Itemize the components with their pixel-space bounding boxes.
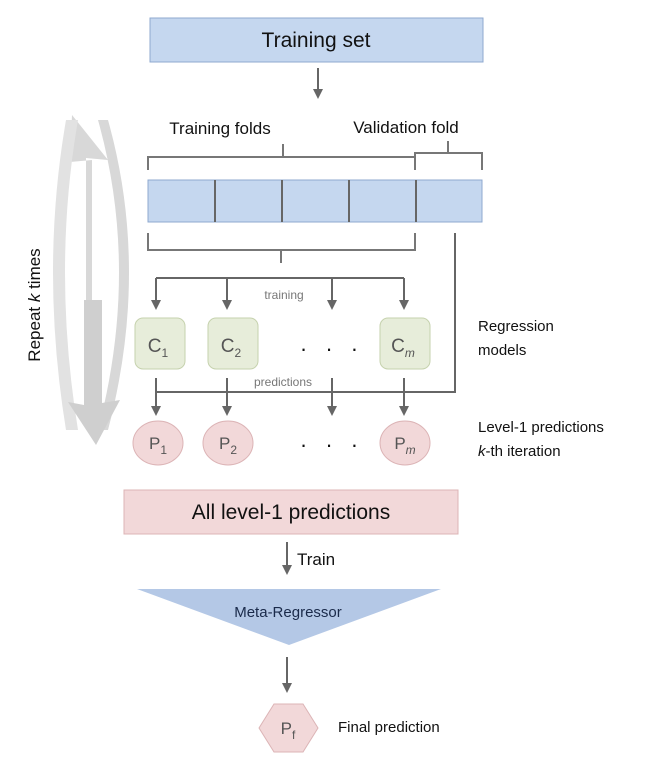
- svg-text:Cm: Cm: [391, 336, 415, 360]
- validation-fold-label: Validation fold: [353, 118, 459, 137]
- svg-text:P2: P2: [219, 434, 237, 457]
- prediction-pm-letter: P: [394, 434, 405, 453]
- fold-validation: [415, 179, 483, 223]
- svg-text:Pf: Pf: [281, 719, 296, 742]
- repeat-k: k: [25, 292, 44, 302]
- prediction-p2-sub: 2: [230, 443, 237, 457]
- final-prediction-node: Pf: [258, 703, 319, 753]
- training-set-label: Training set: [262, 29, 371, 52]
- prediction-pm: Pm: [379, 420, 431, 466]
- classifier-c2: C2: [207, 317, 259, 370]
- level1-line2-rest: -th iteration: [486, 443, 561, 460]
- prediction-ellipsis: · · ·: [300, 432, 364, 457]
- meta-regressor-label: Meta-Regressor: [234, 604, 342, 621]
- folds-bar: [147, 179, 483, 223]
- fold-4: [348, 179, 417, 223]
- loop-arrow-down: [68, 300, 120, 445]
- all-level1-box: [123, 489, 459, 535]
- prediction-pm-sub: m: [406, 443, 416, 457]
- loop-arrow-band-right: [98, 120, 129, 430]
- regression-models-label: Regression models: [478, 318, 554, 359]
- svg-text:Pm: Pm: [394, 434, 415, 457]
- fold-2: [214, 179, 283, 223]
- train-label: Train: [297, 550, 335, 569]
- training-set-box: [149, 17, 484, 63]
- predictions-label: predictions: [254, 375, 312, 389]
- svg-text:C2: C2: [221, 336, 242, 360]
- repeat-suffix: times: [25, 248, 44, 293]
- regression-models-line1: Regression: [478, 318, 554, 335]
- level1-line2-k: k: [478, 443, 487, 460]
- final-sub: f: [292, 728, 296, 742]
- prediction-p2: P2: [202, 420, 254, 466]
- training-folds-bracket-bottom: [147, 233, 416, 263]
- classifier-c1: C1: [134, 317, 186, 370]
- classifier-c1-letter: C: [148, 336, 162, 357]
- training-folds-bracket-top: [147, 144, 416, 170]
- prediction-p1-letter: P: [149, 434, 160, 453]
- classifier-cm-letter: C: [391, 336, 405, 357]
- regression-models-line2: models: [478, 342, 526, 359]
- validation-fold-bracket-top: [414, 141, 483, 170]
- all-level1-label: All level-1 predictions: [192, 501, 390, 524]
- classifier-cm-sub: m: [405, 346, 415, 360]
- classifier-cm: Cm: [379, 317, 431, 370]
- final-letter: P: [281, 719, 292, 738]
- svg-text:C1: C1: [148, 336, 169, 360]
- meta-regressor-shape: [137, 589, 441, 645]
- fold-1: [147, 179, 216, 223]
- svg-text:P1: P1: [149, 434, 167, 457]
- prediction-p1-sub: 1: [160, 443, 167, 457]
- repeat-loop-arrows: [53, 115, 129, 445]
- loop-arrow-band-left: [53, 120, 78, 430]
- repeat-k-times-label: Repeat k times: [25, 248, 44, 361]
- repeat-prefix: Repeat: [25, 302, 44, 362]
- prediction-p2-letter: P: [219, 434, 230, 453]
- final-prediction-label: Final prediction: [338, 719, 440, 736]
- classifier-c2-letter: C: [221, 336, 235, 357]
- level1-predictions-label: Level-1 predictions k-th iteration: [478, 419, 604, 460]
- level1-line1: Level-1 predictions: [478, 419, 604, 436]
- training-folds-label: Training folds: [169, 119, 270, 138]
- training-label: training: [264, 288, 303, 302]
- fold-3: [281, 179, 350, 223]
- classifier-ellipsis: · · ·: [300, 336, 364, 361]
- validation-feedback-line: [156, 233, 456, 393]
- loop-arrow-up: [70, 115, 108, 395]
- prediction-p1: P1: [132, 420, 184, 466]
- classifier-c1-sub: 1: [162, 346, 169, 360]
- classifier-c2-sub: 2: [235, 346, 242, 360]
